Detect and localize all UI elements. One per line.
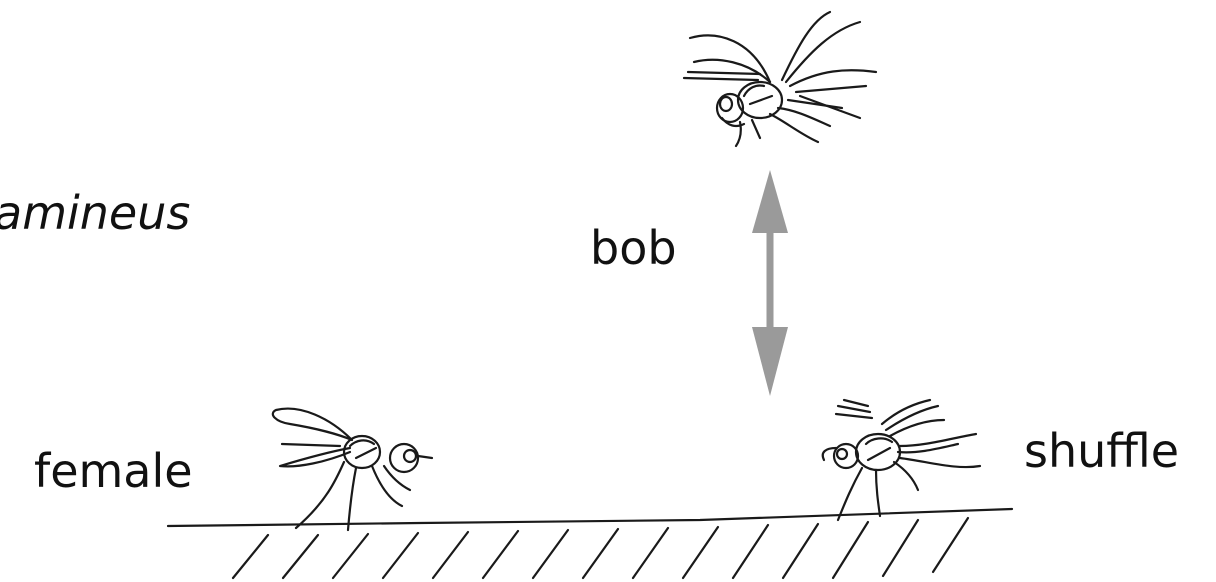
ground-surface: [166, 507, 1014, 580]
shuffle-label: shuffle: [1024, 424, 1180, 478]
flying-fly-sketch: [682, 10, 878, 148]
bob-label: bob: [590, 221, 677, 275]
shuffle-fly-sketch: [821, 398, 982, 522]
female-label: female: [34, 444, 193, 498]
species-name-label: amineus: [0, 186, 191, 240]
female-fly-sketch: [271, 407, 434, 532]
bob-double-arrow: [752, 170, 788, 396]
